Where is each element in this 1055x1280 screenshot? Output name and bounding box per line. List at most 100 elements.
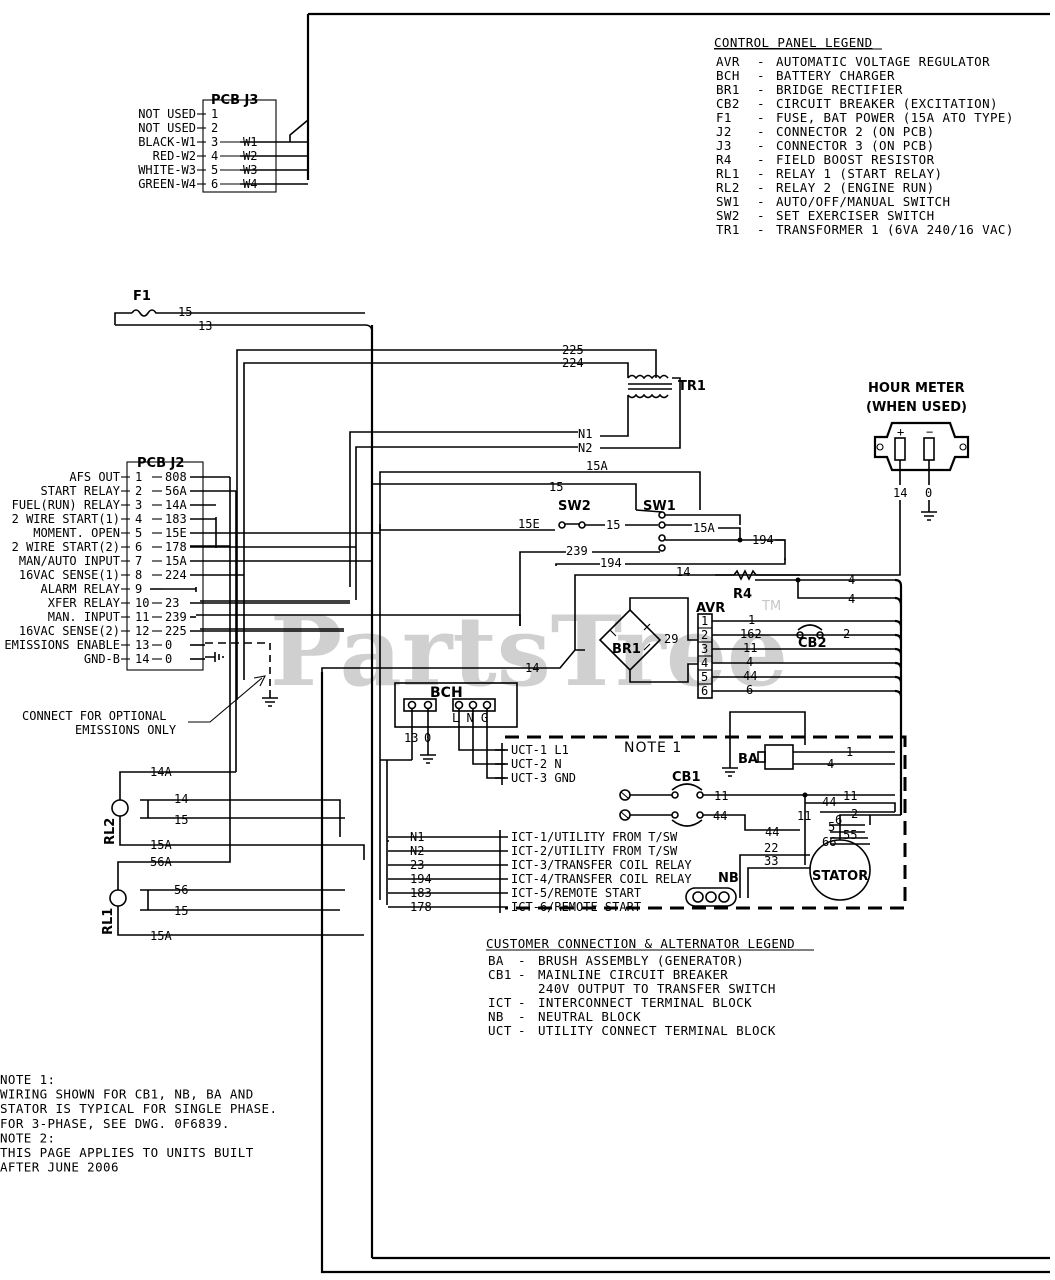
control-legend-dash: - bbox=[757, 208, 765, 223]
wire-13-bch: 13 bbox=[404, 731, 418, 745]
control-legend-code: TR1 bbox=[716, 222, 740, 237]
wire-225: 225 bbox=[562, 343, 584, 357]
ict-row: ICT-5/REMOTE START bbox=[511, 886, 641, 900]
wire-5: 5 bbox=[828, 820, 835, 834]
control-legend-desc: FIELD BOOST RESISTOR bbox=[776, 152, 935, 167]
control-legend-dash: - bbox=[757, 54, 765, 69]
hour-meter: HOUR METER (WHEN USED) + − 14 0 bbox=[740, 381, 970, 576]
j2-wire-label: 225 bbox=[165, 624, 187, 638]
wire-29: 29 bbox=[664, 632, 678, 646]
wire-33: 33 bbox=[764, 854, 778, 868]
uct-row: UCT-2 N bbox=[511, 757, 562, 771]
sw2-label: SW2 bbox=[558, 499, 591, 514]
wire-66: 66 bbox=[822, 835, 836, 849]
avr-pin-number: 5 bbox=[701, 670, 708, 684]
j2-wire-label: 0 bbox=[165, 638, 172, 652]
uct-row: UCT-1 L1 bbox=[511, 743, 569, 757]
wire-194-sw1: 194 bbox=[752, 533, 774, 547]
j2-wire-label: 15A bbox=[165, 554, 187, 568]
control-legend-dash: - bbox=[757, 96, 765, 111]
panel-frame bbox=[306, 12, 1050, 1274]
customer-legend-desc: BRUSH ASSEMBLY (GENERATOR) bbox=[538, 953, 744, 968]
neutral-block-nb: NB bbox=[685, 871, 739, 907]
customer-legend-desc: UTILITY CONNECT TERMINAL BLOCK bbox=[538, 1023, 776, 1038]
j3-pin-label: NOT USED bbox=[138, 121, 196, 135]
j2-pin-number: 7 bbox=[135, 554, 142, 568]
battery-charger-bch: BCH L N G 13 0 bbox=[380, 682, 518, 779]
control-legend-desc: AUTO/OFF/MANUAL SWITCH bbox=[776, 194, 950, 209]
j3-pin-number: 2 bbox=[211, 121, 218, 135]
note-line: FOR 3-PHASE, SEE DWG. 0F6839. bbox=[0, 1116, 230, 1131]
ict-wire-label: 194 bbox=[410, 872, 432, 886]
customer-legend-dash: - bbox=[518, 953, 526, 968]
relay-rl1: 56A 15A RL1 56 15 bbox=[101, 690, 364, 943]
hour-meter-line2: (WHEN USED) bbox=[866, 400, 967, 415]
hour-meter-minus: − bbox=[926, 425, 933, 439]
control-legend-desc: FUSE, BAT POWER (15A ATO TYPE) bbox=[776, 110, 1014, 125]
j3-pin-number: 1 bbox=[211, 107, 218, 121]
circuit-breaker-cb1: CB1 11 44 11 44 2 44 11 bbox=[619, 770, 896, 865]
control-legend-code: R4 bbox=[716, 152, 732, 167]
rl1-label: RL1 bbox=[101, 908, 116, 935]
avr-pin-number: 1 bbox=[701, 614, 708, 628]
customer-legend: CUSTOMER CONNECTION & ALTERNATOR LEGEND … bbox=[486, 936, 814, 1038]
cb1-label: CB1 bbox=[672, 770, 701, 785]
control-legend-code: J2 bbox=[716, 124, 732, 139]
f1-label: F1 bbox=[133, 289, 151, 304]
wire-1-avr: 1 bbox=[748, 613, 755, 627]
j3-pin-number: 6 bbox=[211, 177, 218, 191]
wire-15-sw2: 15 bbox=[606, 518, 620, 532]
j2-wire-label: 224 bbox=[165, 568, 187, 582]
control-legend-code: BCH bbox=[716, 68, 740, 83]
wire-n1: N1 bbox=[578, 427, 592, 441]
note-1-label: NOTE 1 bbox=[624, 740, 682, 756]
j2-pin-label: MAN/AUTO INPUT bbox=[19, 554, 120, 568]
j2-pin-number: 12 bbox=[135, 624, 149, 638]
j2-pin-label: FUEL(RUN) RELAY bbox=[12, 498, 121, 512]
control-legend-dash: - bbox=[757, 166, 765, 181]
j2-pin-label: XFER RELAY bbox=[48, 596, 121, 610]
control-legend-dash: - bbox=[757, 110, 765, 125]
wire-55: 55 bbox=[843, 828, 857, 842]
note-line: NOTE 1: bbox=[0, 1072, 55, 1087]
control-legend-title: CONTROL PANEL LEGEND bbox=[714, 35, 873, 50]
wire-15a-sw1: 15A bbox=[693, 521, 715, 535]
brush-assembly-ba: BA 1 4 bbox=[722, 711, 895, 777]
control-legend-desc: SET EXERCISER SWITCH bbox=[776, 208, 935, 223]
j2-pin-number: 3 bbox=[135, 498, 142, 512]
j2-pin-label: 2 WIRE START(1) bbox=[12, 512, 120, 526]
wire-56a: 56A bbox=[150, 855, 172, 869]
wire-15e: 15E bbox=[518, 517, 540, 531]
customer-legend-desc: NEUTRAL BLOCK bbox=[538, 1009, 641, 1024]
watermark-tm: TM bbox=[761, 599, 781, 614]
rl2-label: RL2 bbox=[103, 818, 118, 845]
control-legend-code: SW2 bbox=[716, 208, 740, 223]
transformer-tr1: 225 224 TR1 N1 N2 bbox=[236, 343, 706, 700]
wire-2-r: 2 bbox=[851, 807, 858, 821]
wire-6-avr: 6 bbox=[746, 683, 753, 697]
customer-legend-code: UCT bbox=[488, 1023, 512, 1038]
wire-14a: 14A bbox=[150, 765, 172, 779]
control-legend-desc: RELAY 1 (START RELAY) bbox=[776, 166, 942, 181]
wire-6: 6 bbox=[835, 813, 842, 827]
wire-15a-rl1: 15A bbox=[150, 929, 172, 943]
ict-row: ICT-6/REMOTE START bbox=[511, 900, 641, 914]
wire-13-f1: 13 bbox=[198, 319, 212, 333]
customer-legend-dash: - bbox=[518, 967, 526, 982]
connect-note-2: EMISSIONS ONLY bbox=[75, 723, 177, 737]
ict-row: ICT-2/UTILITY FROM T/SW bbox=[511, 844, 678, 858]
j2-pin-label: 16VAC SENSE(2) bbox=[19, 624, 120, 638]
j2-pin-number: 1 bbox=[135, 470, 142, 484]
j2-wire-label: 14A bbox=[165, 498, 187, 512]
fuse-f1: F1 15 13 bbox=[114, 289, 373, 333]
wire-44-s: 44 bbox=[765, 825, 779, 839]
ict-row: ICT-4/TRANSFER COIL RELAY bbox=[511, 872, 692, 886]
wire-1-ba: 1 bbox=[846, 745, 853, 759]
j2-pin-number: 11 bbox=[135, 610, 149, 624]
note-line: AFTER JUNE 2006 bbox=[0, 1160, 119, 1175]
wire-14-rl2: 14 bbox=[174, 792, 188, 806]
j2-wire-label: 183 bbox=[165, 512, 187, 526]
control-legend-code: SW1 bbox=[716, 194, 740, 209]
